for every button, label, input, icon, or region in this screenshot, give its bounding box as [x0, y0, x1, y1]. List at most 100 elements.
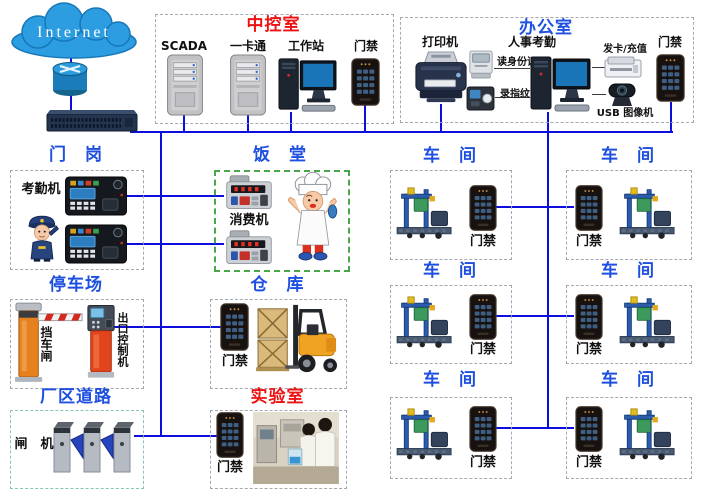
internet-label: Internet: [37, 24, 111, 41]
attendance-machine-icon: [64, 176, 128, 216]
canteen-box: [214, 170, 350, 272]
scada-server-icon: [164, 54, 206, 116]
workshop-machine-icon: [395, 187, 455, 241]
line-printer-drop: [440, 104, 442, 131]
line-idreader-pc: [494, 68, 530, 69]
usb-camera-label: USB 图像机: [596, 108, 654, 119]
chef-icon: [284, 172, 340, 264]
printer-icon: [413, 50, 469, 106]
factory-road-title: 厂区道路: [40, 387, 112, 407]
line-office-access-drop: [670, 102, 672, 131]
attendance-machine-icon: [64, 224, 128, 264]
workshop-title: 车 间: [601, 261, 655, 281]
workshop-access-keypad-icon: [575, 294, 603, 340]
line-left-trunk: [160, 131, 162, 437]
line-workshop-row2: [496, 315, 574, 317]
workshop-machine-icon: [611, 296, 685, 350]
parking-box: [10, 299, 144, 389]
exit-controller-icon: [86, 302, 116, 382]
workshop-access-label: 门禁: [575, 455, 602, 470]
card-issue-device-icon: [604, 56, 642, 80]
workshop-access-label: 门禁: [575, 234, 602, 249]
parking-title: 停车场: [49, 275, 103, 295]
line-main-bus: [130, 131, 673, 133]
lab-access-keypad-icon: [216, 412, 244, 458]
workstation-label: 工作站: [287, 39, 324, 53]
workshop-access-label: 门禁: [469, 234, 496, 249]
pos-machine-icon: [222, 230, 276, 266]
line-workshop-row1: [496, 206, 574, 208]
workshop-box: 门禁: [566, 285, 692, 364]
workshop-access-label: 门禁: [469, 455, 496, 470]
workshop-machine-icon: [611, 408, 685, 462]
line-road-lab: [134, 435, 218, 437]
warehouse-title: 仓 库: [250, 275, 305, 295]
fingerprint-label: 录指纹: [500, 89, 530, 100]
laboratory-box: [210, 410, 347, 489]
workshop-box: 门禁: [566, 397, 692, 479]
one-card-label: 一卡通: [229, 39, 266, 53]
office-title: 办公室: [519, 18, 573, 38]
line-fingerprint-pc: [495, 97, 530, 98]
attendance-label: 考勤机: [21, 182, 61, 197]
factory-road-box: [10, 410, 144, 489]
workshop-box: 门禁: [390, 285, 512, 364]
line-scada-drop: [183, 114, 185, 131]
warehouse-access-label: 门禁: [221, 354, 248, 369]
line-workshop-row3: [496, 427, 574, 429]
security-guard-icon: [22, 212, 62, 264]
turnstile-label: 闸 机: [14, 437, 54, 452]
switch-icon: [46, 108, 138, 134]
workshop-machine-icon: [395, 296, 455, 350]
workshop-box: 门禁: [566, 170, 692, 260]
usb-camera-icon: [604, 82, 640, 108]
cr-access-label: 门禁: [353, 39, 378, 53]
id-card-reader-icon: [468, 50, 494, 80]
id-reader-label: 读身份证: [497, 57, 537, 68]
hr-computer-icon: [528, 54, 592, 114]
workshop-access-keypad-icon: [469, 406, 497, 452]
gate-post-box: [10, 170, 144, 270]
workshop-access-keypad-icon: [575, 406, 603, 452]
scada-label: SCADA: [161, 39, 207, 53]
workshop-machine-icon: [611, 187, 685, 241]
workshop-access-label: 门禁: [469, 342, 496, 357]
workshop-access-keypad-icon: [575, 185, 603, 231]
pos-machine-icon: [222, 175, 276, 211]
workshop-machine-icon: [395, 408, 455, 462]
gate-post-title: 门 岗: [49, 145, 103, 165]
one-card-server-icon: [227, 54, 269, 116]
hr-attendance-label: 人事考勤: [507, 35, 556, 49]
line-workstation-drop: [290, 112, 292, 131]
line-attendance2-pos2: [126, 243, 224, 245]
cr-access-keypad-icon: [351, 58, 380, 106]
line-pc-webcam: [592, 94, 606, 95]
workshop-title: 车 间: [423, 370, 477, 390]
line-attendance1-pos1: [126, 195, 224, 197]
line-right-trunk: [547, 112, 549, 429]
laboratory-title: 实验室: [250, 387, 305, 407]
workshop-access-keypad-icon: [469, 294, 497, 340]
barrier-label: 挡车闸: [39, 326, 53, 362]
turnstile-icon: [50, 414, 136, 478]
warehouse-box: [210, 299, 347, 389]
canteen-title: 饭 堂: [253, 145, 307, 165]
workshop-title: 车 间: [601, 146, 655, 166]
line-cr-access-drop: [364, 104, 366, 131]
pos-label: 消费机: [229, 213, 269, 228]
workshop-title: 车 间: [601, 370, 655, 390]
office-access-label: 门禁: [657, 35, 682, 49]
laboratory-photo: [252, 412, 340, 484]
workshop-box: 门禁: [390, 397, 512, 479]
fingerprint-reader-icon: [466, 86, 495, 111]
office-access-keypad-icon: [656, 54, 685, 102]
line-onecard-drop: [247, 114, 249, 131]
card-issue-label: 发卡/充值: [603, 44, 647, 55]
workshop-access-keypad-icon: [469, 185, 497, 231]
workshop-box: 门禁: [390, 170, 512, 260]
workshop-title: 车 间: [423, 146, 477, 166]
internet-cloud-icon: [8, 2, 140, 60]
forklift-icon: [256, 301, 340, 379]
printer-label: 打印机: [421, 35, 458, 49]
